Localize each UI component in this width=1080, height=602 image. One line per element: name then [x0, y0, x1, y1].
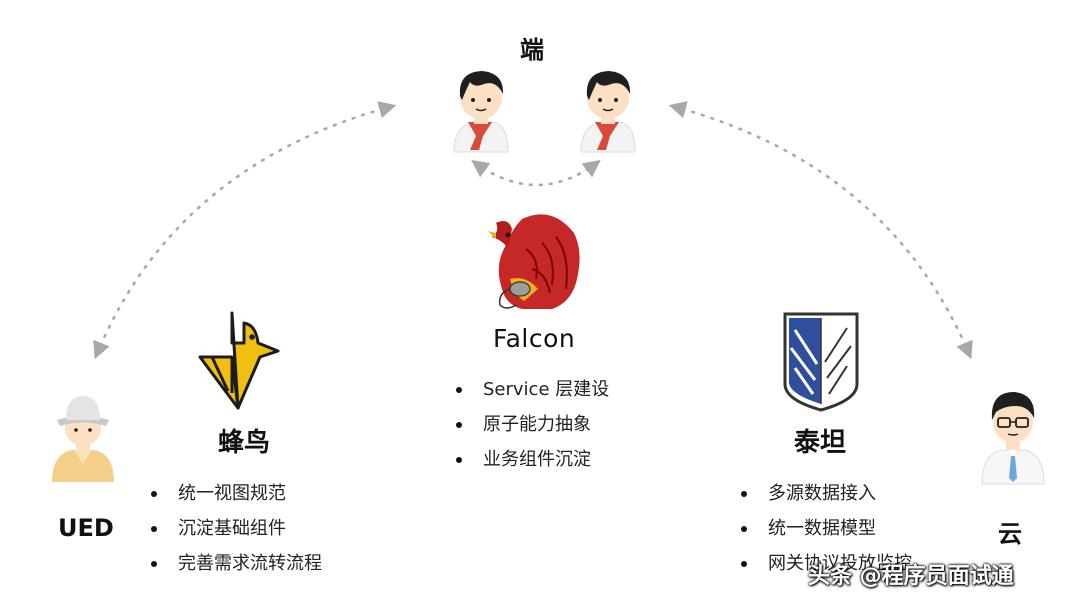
feature-item: 多源数据接入: [735, 476, 912, 511]
role-label-ued: UED: [58, 514, 114, 542]
watermark: 头条 @程序员面试通: [808, 564, 1014, 589]
falcon-logo-icon: [488, 214, 580, 309]
feature-item: 统一视图规范: [145, 476, 322, 511]
product-title-fengniao: 蜂鸟: [218, 428, 271, 458]
feature-item: 业务组件沉淀: [450, 442, 609, 477]
feature-item: 网关协议投放监控: [735, 546, 912, 581]
feature-item: 原子能力抽象: [450, 407, 609, 442]
fengniao-feature-list: 统一视图规范 沉淀基础组件 完善需求流转流程: [145, 476, 322, 581]
role-label-client: 端: [520, 36, 544, 64]
product-title-falcon: Falcon: [493, 324, 576, 353]
developer-avatar-icon: [453, 71, 509, 153]
feature-item: Service 层建设: [450, 372, 609, 407]
connector-client-client: [471, 159, 601, 187]
role-label-cloud: 云: [998, 520, 1022, 548]
feature-item: 沉淀基础组件: [145, 511, 322, 546]
feature-item: 完善需求流转流程: [145, 546, 322, 581]
engineer-avatar-icon: [981, 392, 1045, 485]
product-title-taitan: 泰坦: [794, 428, 847, 458]
connector-ued-client: [93, 101, 397, 360]
designer-avatar-icon: [52, 396, 114, 482]
hummingbird-logo-icon: [198, 311, 280, 410]
developer-avatar-icon: [580, 71, 636, 153]
taitan-feature-list: 多源数据接入 统一数据模型 网关协议投放监控: [735, 476, 912, 581]
feature-item: 统一数据模型: [735, 511, 912, 546]
falcon-feature-list: Service 层建设 原子能力抽象 业务组件沉淀: [450, 372, 609, 477]
wings-of-freedom-logo-icon: [783, 312, 859, 412]
